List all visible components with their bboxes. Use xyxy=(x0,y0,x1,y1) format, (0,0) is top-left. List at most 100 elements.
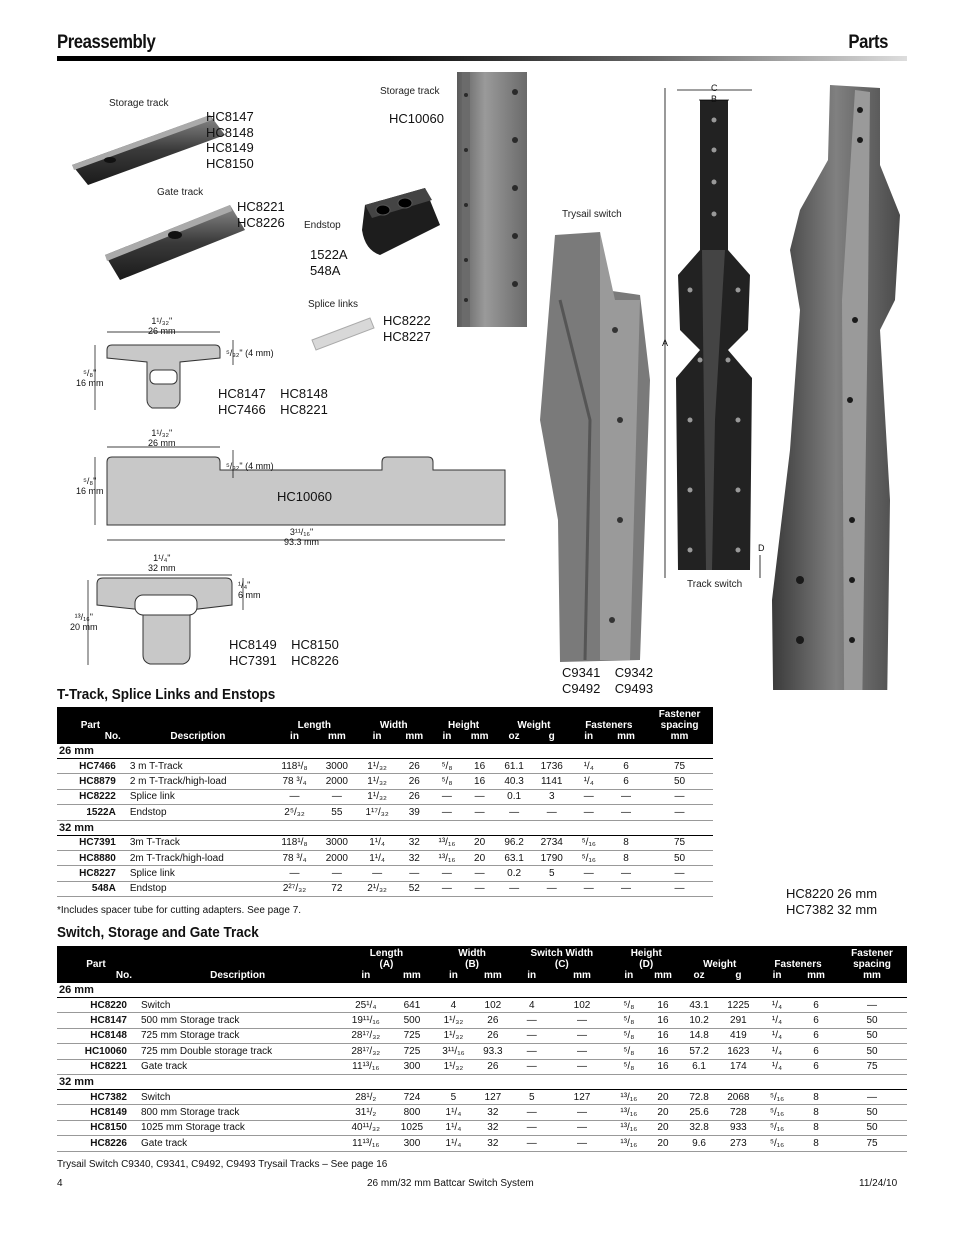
table-cell: 26 xyxy=(474,1059,512,1075)
table-cell: 641 xyxy=(391,997,433,1014)
table-cell: — xyxy=(551,1104,613,1121)
table-cell: — xyxy=(511,1104,552,1121)
table-cell: 4 xyxy=(511,997,552,1014)
splice-link-illustration xyxy=(311,317,375,351)
table-cell: 50 xyxy=(837,1012,907,1029)
table-cell: 32 xyxy=(397,835,431,851)
table-cell: — xyxy=(511,1120,552,1137)
table-cell: — xyxy=(837,997,907,1014)
part-number-cell: HC8227 xyxy=(57,865,124,882)
part-number-cell: HC8148 xyxy=(57,1028,135,1045)
column-subheader: in xyxy=(448,970,458,981)
table-cell: 291 xyxy=(717,1012,760,1029)
table-cell: 933 xyxy=(717,1120,760,1137)
description-cell: Switch xyxy=(135,1089,341,1106)
column-subheader: in xyxy=(772,970,782,981)
table-cell: 11¹³/₁₆ xyxy=(340,1135,392,1152)
column-header: Part xyxy=(86,959,106,970)
column-subheader: oz xyxy=(508,731,520,742)
table-cell: 1¹/₄ xyxy=(356,835,398,851)
column-subheader: mm xyxy=(327,731,346,742)
table-cell: 6 xyxy=(794,1012,838,1029)
column-subheader: Description xyxy=(170,731,226,742)
table-cell: ¹/₄ xyxy=(759,997,795,1014)
table-cell: ⁵/₁₆ xyxy=(759,1089,795,1106)
table-cell: 102 xyxy=(474,997,512,1014)
table-cell: ¹/₄ xyxy=(759,1012,795,1029)
table-cell: 1¹/₃₂ xyxy=(356,789,398,806)
table-cell: 127 xyxy=(551,1089,613,1106)
dim-switch-b: B xyxy=(711,94,718,104)
column-subheader: mm xyxy=(654,970,672,981)
dim-p2-lip: ⁵/₃₂" (4 mm) xyxy=(226,461,274,471)
table-cell: 725 xyxy=(391,1043,433,1060)
table-cell: 1141 xyxy=(531,773,572,790)
table-cell: 118¹/₈ xyxy=(271,758,318,775)
table-cell: — xyxy=(317,865,357,882)
table-cell: 8 xyxy=(605,850,647,867)
table-cell: 1623 xyxy=(717,1043,760,1060)
column-subheader: mm xyxy=(470,731,489,742)
product-illustrations xyxy=(72,72,900,690)
column-header: Weight xyxy=(703,959,737,970)
table-cell: — xyxy=(511,1043,552,1060)
table-cell: 20 xyxy=(462,835,497,851)
endstop-illustration xyxy=(362,188,440,255)
table-cell: ¹/₄ xyxy=(759,1043,795,1060)
table-cell: 1790 xyxy=(531,850,572,867)
table-cell: — xyxy=(511,1059,552,1075)
table-cell: — xyxy=(356,865,398,882)
table-cell: 1¹⁷/₃₂ xyxy=(356,804,398,821)
table-cell: 9.6 xyxy=(680,1135,718,1152)
table-cell: ⁵/₈ xyxy=(430,773,463,790)
column-subheader: in xyxy=(442,731,452,742)
profile2-part-numbers: HC10060 xyxy=(277,489,332,504)
table-cell: 300 xyxy=(391,1135,433,1152)
description-cell: 500 mm Storage track xyxy=(135,1012,341,1029)
description-cell: 3 m T-Track xyxy=(123,758,272,775)
table-cell: 16 xyxy=(645,1059,681,1075)
table-cell: 2000 xyxy=(317,850,357,867)
column-subheader: in xyxy=(584,731,594,742)
table-cell: 0.1 xyxy=(496,789,532,806)
track-switch-illustration xyxy=(664,88,761,578)
part-number-cell: HC8879 xyxy=(57,773,124,790)
column-subheader: mm xyxy=(807,970,825,981)
table-cell: 26 xyxy=(397,758,431,775)
table-cell: 8 xyxy=(794,1135,838,1152)
table-cell: ¹/₄ xyxy=(571,758,606,775)
table-cell: 1025 xyxy=(391,1120,433,1137)
table-cell: 32 xyxy=(474,1135,512,1152)
table-cell: 6.1 xyxy=(680,1059,718,1075)
footer-date: 11/24/10 xyxy=(859,1178,898,1189)
dim-p3-lip: ¹/₄" 6 mm xyxy=(238,580,261,600)
column-header: Fastener spacing xyxy=(851,948,893,970)
splice-links-label: Splice links xyxy=(308,299,359,310)
table-cell: — xyxy=(462,804,497,821)
table-cell: 2⁵/₃₂ xyxy=(271,804,318,821)
gate-track-part-numbers: HC8221 HC8226 xyxy=(237,199,285,230)
dim-p2-total: 3¹¹/₁₆" 93.3 mm xyxy=(284,527,320,547)
table-group-row: 32 mm xyxy=(57,820,713,836)
profile3-part-numbers: HC8149 HC8150 HC7391 HC8226 xyxy=(229,637,339,668)
table-cell: 16 xyxy=(645,997,681,1014)
part-number-cell: HC8150 xyxy=(57,1120,135,1137)
table-cell: ⁵/₈ xyxy=(612,1043,646,1060)
table-cell: ⁵/₈ xyxy=(612,1028,646,1045)
page-title: Preassembly xyxy=(57,32,156,53)
dim-p3-height: ¹³/₁₆" 20 mm xyxy=(70,612,98,632)
table-cell: 8 xyxy=(794,1104,838,1121)
column-subheader: mm xyxy=(403,970,421,981)
table-cell: 16 xyxy=(462,758,497,775)
double-storage-track-illustration xyxy=(457,72,527,327)
group-label: 32 mm xyxy=(57,1074,907,1090)
